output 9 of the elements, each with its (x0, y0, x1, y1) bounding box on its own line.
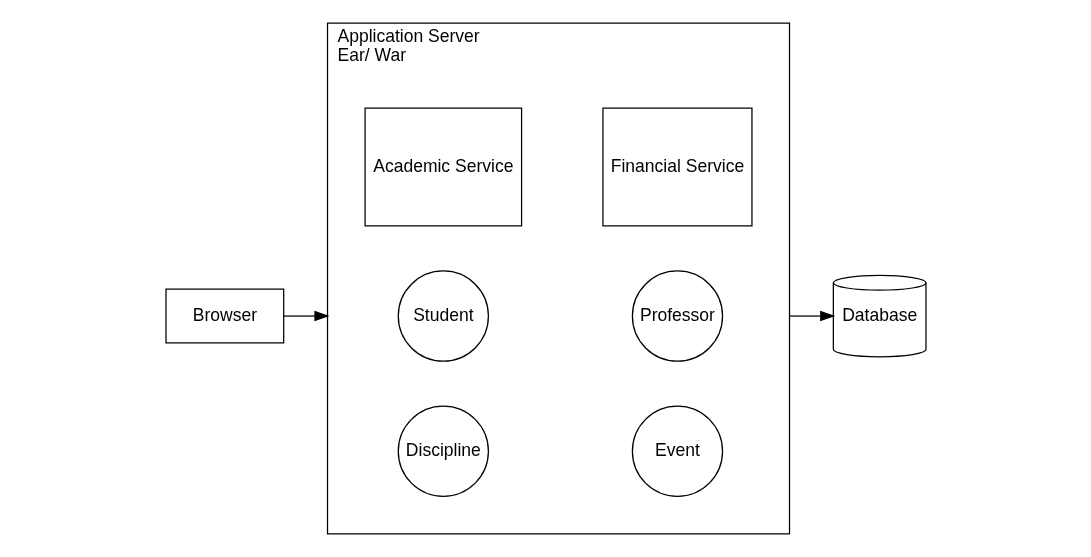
node-box: Academic Service (363, 107, 522, 227)
node-circle: Discipline (397, 405, 489, 497)
arrow (788, 310, 835, 322)
node-circle: Professor (631, 270, 723, 362)
node-circle: Student (397, 270, 489, 362)
arrow (282, 310, 329, 322)
node-circle: Event (631, 405, 723, 497)
node-box: Financial Service (601, 107, 753, 227)
node-box: Browser (164, 288, 284, 344)
